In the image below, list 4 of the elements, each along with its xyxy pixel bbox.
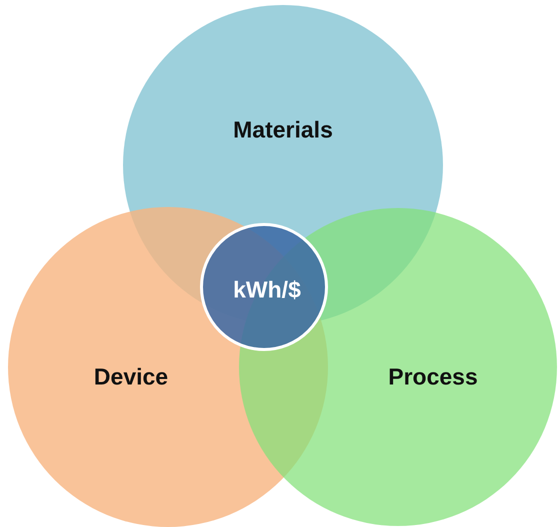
- circle-label: Device: [94, 364, 168, 390]
- circle-label: Process: [388, 364, 478, 390]
- circle-label: kWh/$: [233, 276, 301, 304]
- circle-label: Materials: [233, 116, 333, 144]
